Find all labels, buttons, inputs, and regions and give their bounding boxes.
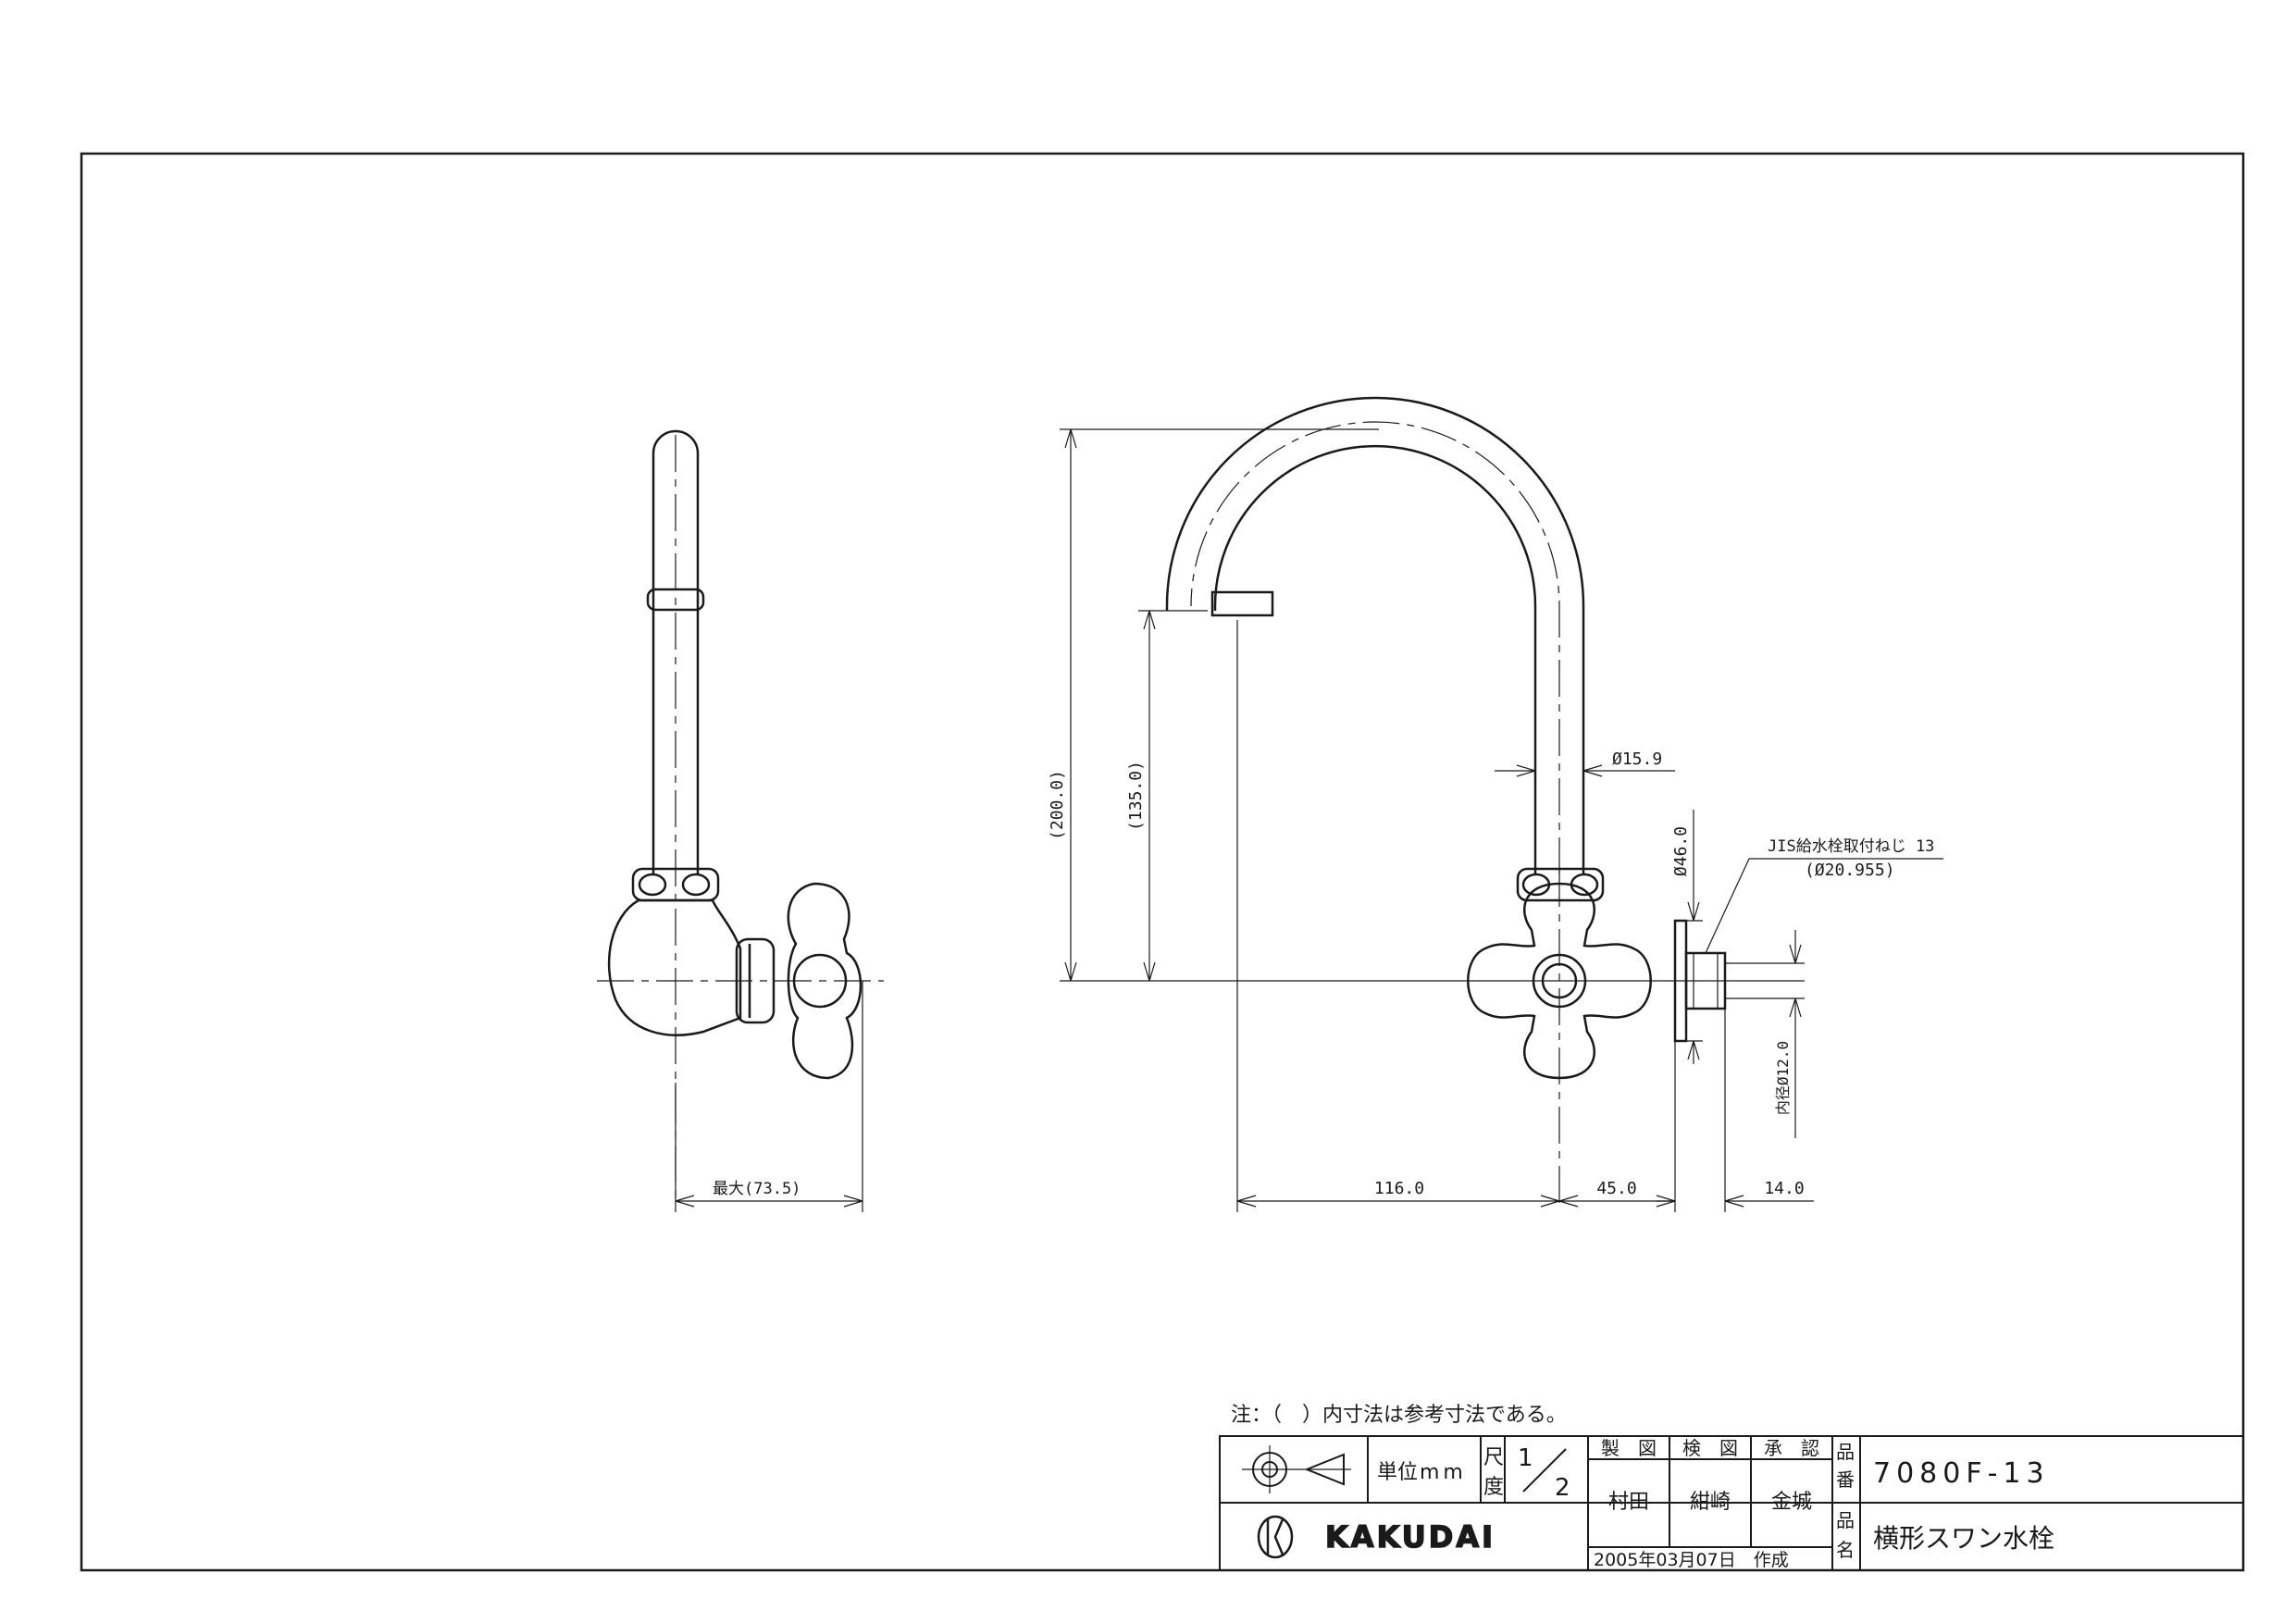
dim-pipe-arrow-right [1582,764,1603,777]
side-view-dim-arrow-left [675,1195,695,1208]
side-view-handle [787,882,863,1080]
created-date: 2005年03月07日 作成 [1594,1550,1789,1570]
side-view [597,429,884,1212]
dim-outlet-height: (135.0) [1126,761,1146,831]
scale-numerator: 1 [1518,1444,1533,1472]
unit-value: mm [1420,1461,1467,1484]
dim-135-arrow-top [1143,610,1156,630]
dim-flange-arrow-top [1687,901,1700,922]
role-drawn: 製 図 [1601,1437,1657,1459]
dim-inner-arrow-top [1789,944,1802,964]
part-name: 横形スワン水栓 [1873,1523,2054,1554]
reference-dimension-note: 注：（ ）内寸法は参考寸法である。 [1231,1404,1567,1427]
side-view-max-dim: 最大(73.5) [713,1180,800,1198]
dim-116-arrow-right [1540,1195,1560,1208]
dim-116-arrow-left [1236,1195,1257,1208]
projection-symbol [1242,1445,1351,1493]
dim-thread-label: JIS給水栓取付ねじ 13 [1768,837,1934,856]
front-view-spout [1165,396,1585,874]
part-no-label-2: 番 [1836,1468,1855,1491]
dim-135-arrow-bottom [1143,961,1156,982]
side-view-pipe [652,429,700,874]
kakudai-logo-mark [1257,1515,1294,1559]
dim-flange-diameter: Ø46.0 [1671,826,1691,876]
scale-label-2: 度 [1483,1476,1504,1499]
part-no-label-1: 品 [1836,1441,1855,1463]
side-view-nut-hole-right [681,873,711,897]
dim-200-arrow-top [1064,428,1077,449]
part-name-label-1: 品 [1836,1509,1855,1531]
side-view-nut-hole-left [638,873,667,897]
role-checked: 検 図 [1682,1437,1738,1459]
dim-pipe-arrow-left [1516,764,1536,777]
dim-reach: 116.0 [1374,1179,1424,1198]
dim-total-height: (200.0) [1048,770,1067,840]
front-view-cross-handle [1467,882,1652,1080]
dim-inner-diameter: 内径Ø12.0 [1774,1041,1792,1115]
front-view-spout-centerline [1190,421,1560,874]
name-approved: 金城 [1771,1491,1812,1514]
dim-thread-length: 14.0 [1764,1179,1804,1198]
front-view [1060,396,1943,1212]
dim-200-arrow-bottom [1064,961,1077,982]
tb-scale-slash [1522,1448,1567,1493]
dim-thread-diameter: (Ø20.955) [1805,861,1895,880]
front-view-spout-outlet [1210,590,1274,617]
role-approved: 承 認 [1764,1437,1819,1459]
part-number: 7080F-13 [1873,1457,2050,1490]
dim-45-arrow-left [1558,1195,1579,1208]
dim-body-to-flange: 45.0 [1596,1179,1636,1198]
dim-14-arrow-right [1724,1195,1744,1208]
dim-flange-arrow-bottom [1687,1040,1700,1060]
name-drawn: 村田 [1608,1491,1649,1514]
title-block [1219,1435,2244,1571]
front-view-body-nut [1516,867,1605,902]
side-view-dim-arrow-right [843,1195,863,1208]
scale-denominator: 2 [1555,1474,1570,1502]
side-view-body [607,898,742,1036]
thread-leader [1705,858,1943,954]
name-checked: 紺崎 [1690,1491,1731,1514]
dim-45-arrow-right [1656,1195,1676,1208]
unit-label: 単位 [1377,1461,1418,1484]
scale-label-1: 尺 [1483,1446,1504,1469]
brand-name: KAKUDAI [1325,1519,1496,1555]
dim-inner-arrow-bottom [1789,997,1802,1018]
dim-pipe-diameter: Ø15.9 [1612,750,1662,769]
drawing-border [80,152,2245,1572]
part-name-label-2: 名 [1836,1539,1855,1561]
